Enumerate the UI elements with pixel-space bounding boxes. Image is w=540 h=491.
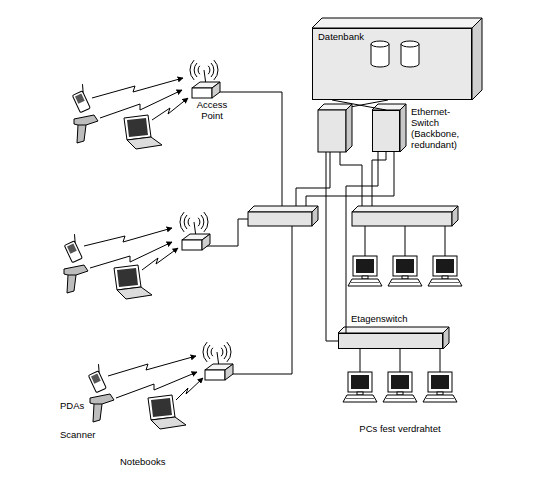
node-label: Datenbank — [318, 32, 418, 43]
disk-cylinder — [401, 44, 419, 67]
database-side — [472, 18, 482, 100]
desktop-pc — [383, 372, 417, 402]
database-box: Datenbank — [312, 28, 472, 100]
network-cable — [332, 100, 386, 110]
pda-device — [70, 84, 93, 113]
distribution-switch — [352, 212, 452, 226]
notebook-device — [114, 265, 152, 299]
wireless-link — [108, 356, 196, 376]
switch-top — [352, 206, 458, 212]
switch-side — [400, 104, 406, 152]
wire — [206, 219, 248, 246]
notebook-device — [124, 115, 162, 149]
wire — [365, 226, 445, 256]
wireless-link — [92, 78, 183, 98]
notebook-device — [148, 395, 186, 429]
access-point — [203, 342, 233, 380]
wire — [326, 152, 338, 341]
wireless-links — [84, 78, 203, 400]
scanner-device — [90, 394, 114, 422]
desktop-pc — [343, 372, 377, 402]
access-point: Access Point — [192, 88, 212, 98]
desktop-pc — [388, 256, 422, 286]
disk-top — [371, 41, 389, 47]
node-label: Etagenswitch — [351, 314, 441, 325]
wireless-link — [142, 248, 178, 270]
wire — [229, 226, 292, 374]
switch-top — [248, 206, 318, 212]
wireless-link — [84, 228, 172, 246]
desktop-pc — [428, 256, 462, 286]
pda-device — [62, 234, 85, 263]
wireless-link — [100, 90, 182, 118]
desktop-pc — [348, 256, 382, 286]
wireless-link — [116, 372, 197, 398]
wire — [306, 152, 394, 208]
backbone-switch: Ethernet-Switch (Backbone, redundant) — [372, 110, 400, 152]
scanner-device — [74, 115, 98, 143]
wire — [360, 349, 440, 372]
switch-side — [443, 327, 449, 349]
desktop-pc — [423, 372, 457, 402]
wireless-link — [152, 98, 188, 120]
node-label: Access Point — [190, 100, 234, 122]
switch-side — [312, 206, 318, 226]
distribution-switch — [248, 212, 312, 226]
node-label: Ethernet-Switch (Backbone, redundant) — [411, 107, 465, 151]
access-point — [190, 60, 220, 98]
floor-switch: Etagenswitch — [338, 333, 443, 349]
wireless-link — [176, 378, 203, 400]
database-top — [312, 18, 482, 28]
wire — [372, 152, 386, 208]
switch-side — [346, 104, 352, 152]
device-label: Notebooks — [120, 457, 165, 468]
scanner-device — [64, 265, 88, 293]
device-label: PDAs — [60, 401, 84, 412]
backbone-switch — [318, 110, 346, 152]
device-label: Scanner — [60, 430, 95, 441]
device-label: PCs fest verdrahtet — [330, 424, 470, 435]
disk-top — [401, 41, 419, 47]
disk-cylinder — [371, 44, 389, 67]
pda-device — [86, 364, 109, 393]
wireless-link — [90, 242, 172, 268]
wire — [340, 152, 362, 208]
access-point — [180, 212, 210, 250]
wire — [296, 152, 330, 208]
switch-side — [452, 206, 458, 226]
network-cable — [346, 152, 378, 333]
